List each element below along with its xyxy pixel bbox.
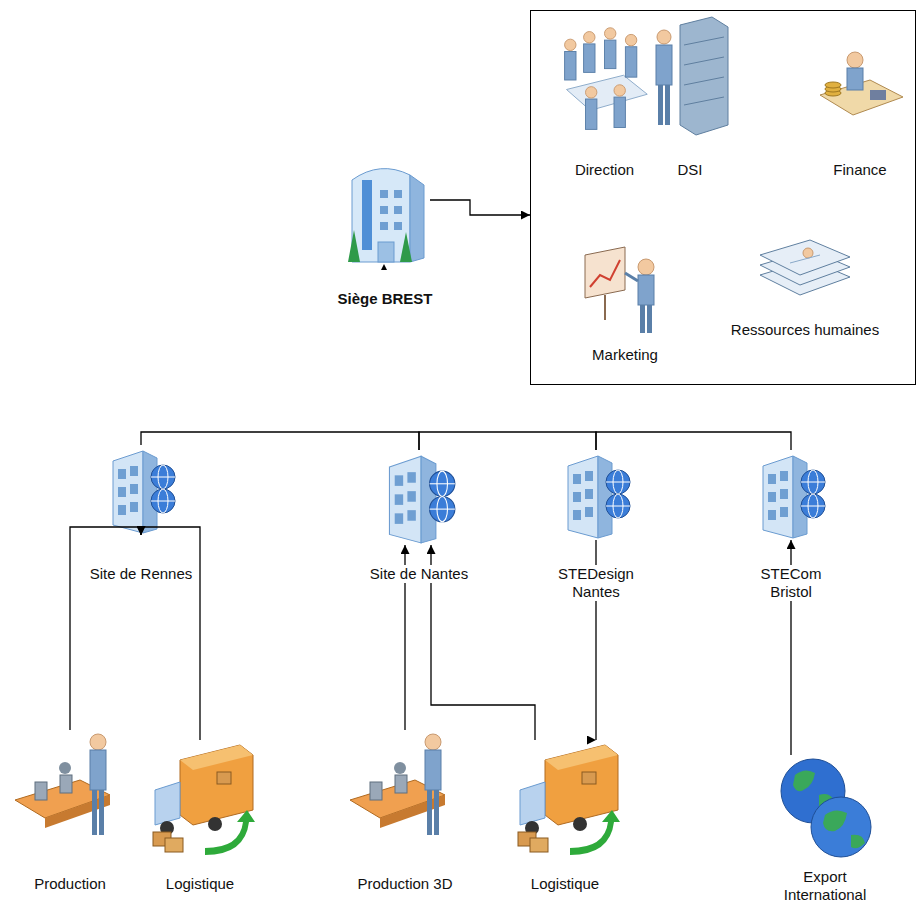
connector <box>70 527 141 730</box>
meeting-icon <box>565 28 648 130</box>
icon-node: Export International <box>775 755 875 860</box>
node-label: Siège BREST <box>335 290 434 308</box>
connector <box>141 432 419 450</box>
node-label: Site de Rennes <box>88 565 195 583</box>
node-label: Direction <box>573 161 636 179</box>
node-label: Ressources humaines <box>729 321 881 339</box>
connector <box>430 200 530 215</box>
icon-node: Finance <box>815 35 905 130</box>
department-box: DirectionDSIFinanceMarketingRessources h… <box>530 10 916 385</box>
icon-node: Ressources humaines <box>750 225 860 310</box>
logistics-icon <box>518 745 620 855</box>
icon-node: Site de Rennes <box>105 445 177 535</box>
server-icon <box>656 17 728 135</box>
documents-icon <box>760 240 850 295</box>
icon-node: Site de Nantes <box>378 450 460 545</box>
connector <box>596 432 791 450</box>
site-building-icon <box>113 451 175 533</box>
connector <box>419 432 596 450</box>
icon-node: DSI <box>650 15 730 140</box>
icon-node: Marketing <box>580 245 670 335</box>
icon-node: Siège BREST <box>340 150 430 270</box>
node-label: STECom Bristol <box>751 565 831 601</box>
globe-icon <box>781 759 871 857</box>
node-label: Production <box>32 875 108 893</box>
icon-node: Logistique <box>145 740 255 855</box>
logistics-icon <box>153 745 255 855</box>
marketing-icon <box>585 247 654 333</box>
node-label: Production 3D <box>355 875 454 893</box>
site-building-icon <box>763 456 825 538</box>
icon-node: Logistique <box>510 740 620 855</box>
icon-node: Direction <box>557 20 652 140</box>
production-icon <box>15 734 110 835</box>
site-building-icon <box>389 456 454 543</box>
node-label: Finance <box>831 161 888 179</box>
node-label: Marketing <box>590 346 660 364</box>
connector <box>141 527 200 740</box>
node-label: Site de Nantes <box>368 565 470 583</box>
node-label: DSI <box>675 161 704 179</box>
node-label: Export International <box>768 868 882 904</box>
finance-icon <box>820 52 903 115</box>
headquarters-icon <box>348 169 424 270</box>
icon-node: Production <box>10 730 130 845</box>
site-building-icon <box>568 456 630 538</box>
production-icon <box>350 734 445 835</box>
node-label: Logistique <box>164 875 236 893</box>
icon-node: STECom Bristol <box>755 450 827 540</box>
icon-node: Production 3D <box>345 730 465 845</box>
icon-node: STEDesign Nantes <box>560 450 632 540</box>
node-label: Logistique <box>529 875 601 893</box>
node-label: STEDesign Nantes <box>552 565 640 601</box>
